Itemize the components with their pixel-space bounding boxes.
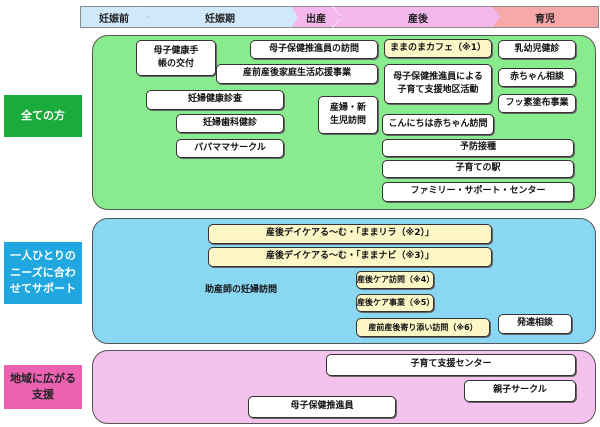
item-sanzen-sango: 産前産後家庭生活応援事業 [216,64,378,84]
row-label-line: 一人ひとりの [10,249,76,263]
item-daycare-mamanavi: 産後デイケアる～む・「ままナビ（※3）」 [208,247,492,267]
item-text: 親子サークル [493,385,547,396]
item-line: 母子健康手 [153,45,199,56]
item-line: 産婦・新 [329,102,366,113]
item-family-support: ファミリー・サポート・センター [382,182,574,202]
item-hoken-region: 母子保健推進員による子育て支援地区活動 [384,64,492,104]
item-papamama: パパママサークル [176,139,284,158]
stage-pregnancy: 妊娠期 [140,6,300,28]
item-text: 産前産後家庭生活応援事業 [242,68,351,79]
item-text: 助産師の妊婦訪問 [204,285,277,296]
stage-postpartum: 産後 [333,6,503,28]
item-sango-care-project: 産後ケア事業（※5） [356,294,434,312]
row-label-community: 地域に広がる 支援 [4,365,82,409]
item-text: 産前産後寄り添い訪問（※6） [368,322,478,332]
item-text: 発達相談 [516,318,553,329]
item-josanshi-visit: 助産師の妊婦訪問 [186,280,296,302]
item-hoken-suishinin: 母子保健推進員 [248,396,396,418]
item-mama-cafe: ままのまカフェ（※1） [384,39,492,58]
row-label-all: 全ての方 [4,95,82,137]
item-text: ファミリー・サポート・センター [410,186,546,197]
item-line: 生児訪問 [329,116,366,126]
item-text: パパママサークル [194,142,266,153]
row-label-line: 地域に広がる [10,371,76,385]
item-text: こんにちは赤ちゃん訪問 [388,118,488,129]
item-text: 産後デイケアる～む・「ままリラ（※2）」 [265,228,434,239]
item-hattatsu: 発達相談 [498,314,572,334]
item-text: 産後デイケアる～む・「ままナビ（※3）」 [265,251,434,262]
item-daycare-mamarira: 産後デイケアる～む・「ままリラ（※2）」 [208,224,492,244]
item-text: 子育ての駅 [455,163,501,174]
item-text: 母子保健推進員 [290,401,354,412]
item-text: フッ素塗布事業 [505,97,569,108]
item-text: 産後ケア事業（※5） [357,298,435,308]
item-text: 母子保健推進員の訪問 [268,43,359,54]
item-kosodate-center: 子育て支援センター [326,354,576,376]
item-ninpu-dental: 妊婦歯科健診 [176,114,284,133]
stage-label: 出産 [306,13,326,25]
item-sango-care-visit: 産後ケア訪問（※4） [356,271,434,289]
item-konnichiwa: こんにちは赤ちゃん訪問 [382,114,494,135]
item-text: 乳幼児健診 [514,43,560,54]
item-sanzen-yorisoi: 産前産後寄り添い訪問（※6） [356,318,490,337]
row-label-line: せてサポート [10,282,76,296]
item-line: 母子保健推進員による [393,71,483,82]
item-line: 子育て支援地区活動 [397,85,479,95]
row-label-individual: 一人ひとりの ニーズに合わ せてサポート [4,242,82,304]
row-label-line: 支援 [32,388,54,401]
stage-label: 妊娠期 [205,13,235,25]
stage-pre-pregnancy: 妊娠前 [80,6,148,28]
item-text: 子育て支援センター [410,359,492,370]
item-text: 産後ケア訪問（※4） [357,275,435,285]
item-text: ままのまカフェ（※1） [389,42,486,53]
item-text: 妊婦健康診査 [187,94,242,105]
stage-childcare: 育児 [491,6,599,28]
item-boshi-techo: 母子健康手帳の交付 [136,40,216,76]
item-text: 妊婦歯科健診 [202,117,257,128]
stage-birth: 出産 [291,6,341,28]
item-yobou: 予防接種 [382,139,574,157]
item-hoken-visit: 母子保健推進員の訪問 [250,40,378,59]
stage-label: 産後 [408,13,428,25]
item-text: 赤ちゃん相談 [509,71,564,82]
row-label-text: 全ての方 [21,108,65,122]
stage-label: 妊娠前 [99,13,129,25]
item-oyako-circle: 親子サークル [464,380,576,402]
item-akachan-soudan: 赤ちゃん相談 [498,68,576,87]
row-label-line: ニーズに合わ [10,265,76,279]
stage-label: 育児 [535,13,555,25]
item-fusso: フッ素塗布事業 [498,94,576,113]
item-ninpu-checkup: 妊婦健康診査 [146,90,284,110]
item-kosodate-eki: 子育ての駅 [382,160,574,178]
item-line: 帳の交付 [157,59,194,69]
item-text: 予防接種 [459,142,496,153]
item-nyuyouji: 乳幼児健診 [498,40,576,59]
item-sanpu-visit: 産婦・新生児訪問 [318,96,378,134]
